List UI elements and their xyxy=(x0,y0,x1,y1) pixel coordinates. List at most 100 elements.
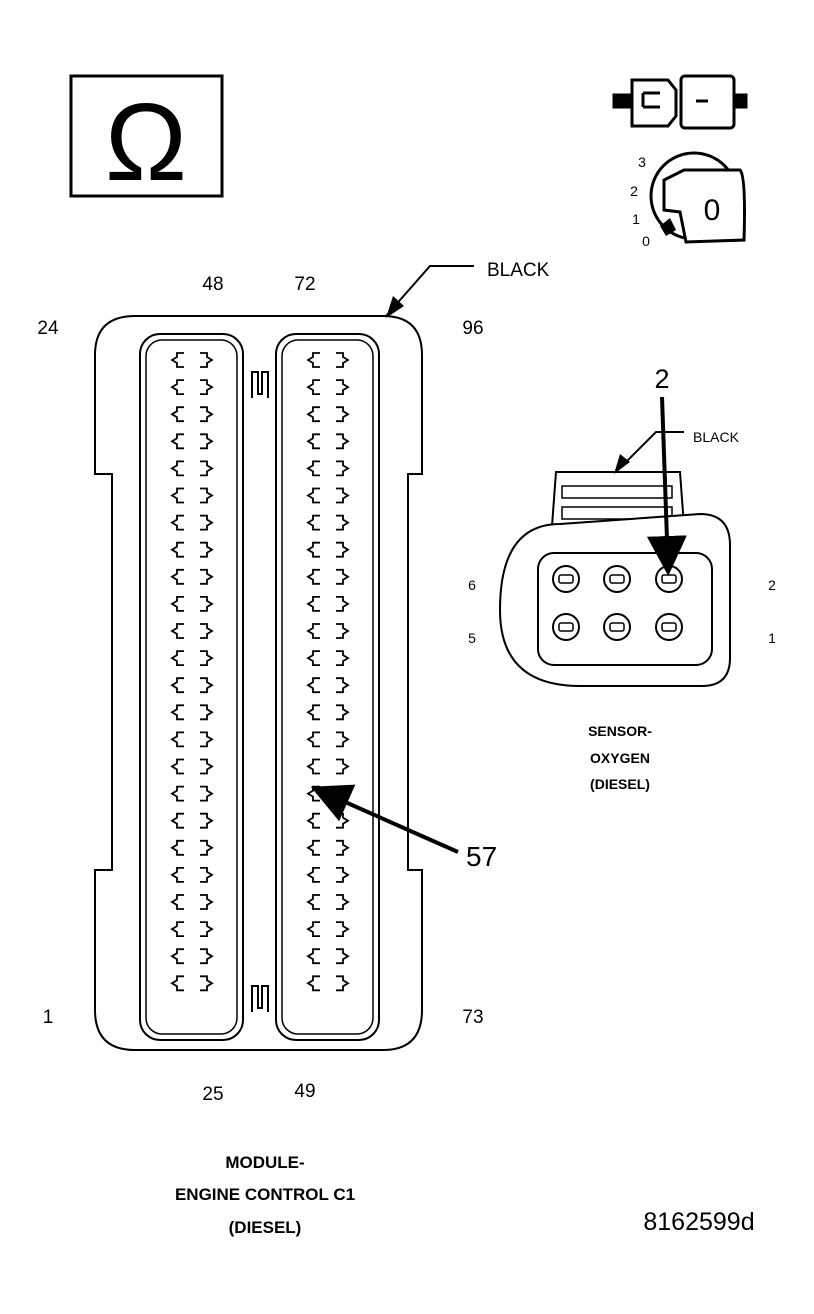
ecm-callout-pin: 57 xyxy=(466,841,497,872)
ecm-terminal xyxy=(200,704,214,721)
ecm-terminal xyxy=(200,650,214,666)
ecm-terminal xyxy=(336,379,350,395)
ecm-pin-label-48: 48 xyxy=(202,274,223,295)
ecm-terminal xyxy=(336,460,350,477)
sensor-cavity xyxy=(603,613,631,641)
ecm-terminal xyxy=(306,894,320,910)
ecm-terminal xyxy=(200,514,214,531)
sensor-color-callout: BLACK xyxy=(614,429,740,474)
ecm-terminal xyxy=(200,623,214,639)
ecm-connector xyxy=(94,315,423,1051)
ecm-terminal xyxy=(200,731,214,748)
ecm-terminal xyxy=(306,623,320,639)
ecm-pin-57-callout: 57 xyxy=(310,784,497,872)
ecm-terminal xyxy=(170,460,184,477)
ecm-terminal xyxy=(306,379,320,395)
ecm-terminal xyxy=(336,650,350,666)
ecm-terminal xyxy=(336,704,350,721)
ecm-terminal xyxy=(200,839,214,856)
sensor-cavity xyxy=(603,565,631,593)
sensor-pin-label-2: 2 xyxy=(768,577,776,593)
ecm-terminal xyxy=(200,867,214,883)
ecm-terminal xyxy=(306,352,320,368)
ecm-terminal xyxy=(306,948,320,965)
ecm-terminal xyxy=(200,406,214,423)
key-letter: 0 xyxy=(704,194,721,227)
sensor-cavity xyxy=(655,565,683,593)
sensor-cavity xyxy=(552,565,580,593)
sensor-title-line-1: SENSOR- xyxy=(588,723,652,739)
ecm-terminal xyxy=(306,975,320,992)
ecm-terminal xyxy=(336,623,350,639)
ecm-pin-label-25: 25 xyxy=(202,1084,223,1105)
ecm-terminal xyxy=(170,352,184,368)
ecm-pin-label-24: 24 xyxy=(37,318,59,339)
sensor-pin-label-1: 1 xyxy=(768,630,776,646)
ecm-terminal xyxy=(170,623,184,639)
ecm-terminal xyxy=(306,433,320,450)
ecm-terminal xyxy=(170,677,184,694)
ecm-title-line-2: ENGINE CONTROL C1 xyxy=(175,1185,355,1204)
ecm-terminal xyxy=(336,948,350,965)
ecm-terminal xyxy=(200,596,214,612)
ecm-terminal xyxy=(306,460,320,477)
key-position-3: 3 xyxy=(638,154,646,170)
ecm-terminal xyxy=(306,596,320,612)
sensor-callout-pin: 2 xyxy=(654,364,669,394)
ecm-terminal xyxy=(336,541,350,558)
ecm-terminal xyxy=(200,677,214,694)
ecm-pin-label-73: 73 xyxy=(462,1007,483,1028)
sensor-title-line-3: (DIESEL) xyxy=(590,776,650,792)
ohm-icon: Ω xyxy=(69,74,224,204)
ecm-terminal xyxy=(306,568,320,585)
ecm-terminal xyxy=(306,731,320,748)
ecm-terminal xyxy=(170,541,184,558)
ecm-terminal xyxy=(170,596,184,612)
ecm-terminal xyxy=(170,975,184,992)
ecm-terminal xyxy=(306,541,320,558)
ecm-terminal xyxy=(200,568,214,585)
ecm-terminal xyxy=(200,352,214,368)
ecm-terminal xyxy=(336,596,350,612)
ecm-terminal xyxy=(336,921,350,937)
ecm-pin-label-96: 96 xyxy=(462,318,483,339)
ecm-terminal xyxy=(336,867,350,883)
ecm-terminal xyxy=(306,867,320,883)
ecm-terminal xyxy=(170,433,184,450)
sensor-title-line-2: OXYGEN xyxy=(590,750,650,766)
ecm-terminal xyxy=(170,568,184,585)
ecm-terminal xyxy=(306,487,320,504)
ecm-terminal xyxy=(336,406,350,423)
ecm-terminal xyxy=(306,839,320,856)
ecm-terminal xyxy=(306,704,320,721)
ecm-terminal xyxy=(170,758,184,775)
sensor-cavity xyxy=(552,613,580,641)
ecm-terminal xyxy=(170,948,184,965)
ecm-terminal xyxy=(336,731,350,748)
ecm-terminal xyxy=(336,975,350,992)
sensor-pin-label-6: 6 xyxy=(468,577,476,593)
sensor-pin-label-5: 5 xyxy=(468,630,476,646)
ecm-terminal xyxy=(306,758,320,775)
ecm-terminal xyxy=(336,758,350,775)
ecm-terminal xyxy=(200,541,214,558)
ecm-pin-grid xyxy=(170,352,350,992)
ecm-terminal xyxy=(306,406,320,423)
ecm-terminal xyxy=(170,867,184,883)
ecm-terminal xyxy=(336,352,350,368)
ecm-terminal xyxy=(336,514,350,531)
ecm-terminal xyxy=(170,379,184,395)
sensor-connector xyxy=(498,471,731,687)
ecm-terminal xyxy=(200,460,214,477)
ecm-terminal xyxy=(200,948,214,965)
ecm-terminal xyxy=(336,839,350,856)
ecm-terminal xyxy=(170,487,184,504)
ecm-terminal xyxy=(306,650,320,666)
ecm-terminal xyxy=(336,487,350,504)
ecm-terminal xyxy=(306,677,320,694)
ohm-symbol: Ω xyxy=(105,81,187,204)
ecm-terminal xyxy=(336,433,350,450)
ecm-title-line-3: (DIESEL) xyxy=(229,1218,302,1237)
key-position-2: 2 xyxy=(630,183,638,199)
